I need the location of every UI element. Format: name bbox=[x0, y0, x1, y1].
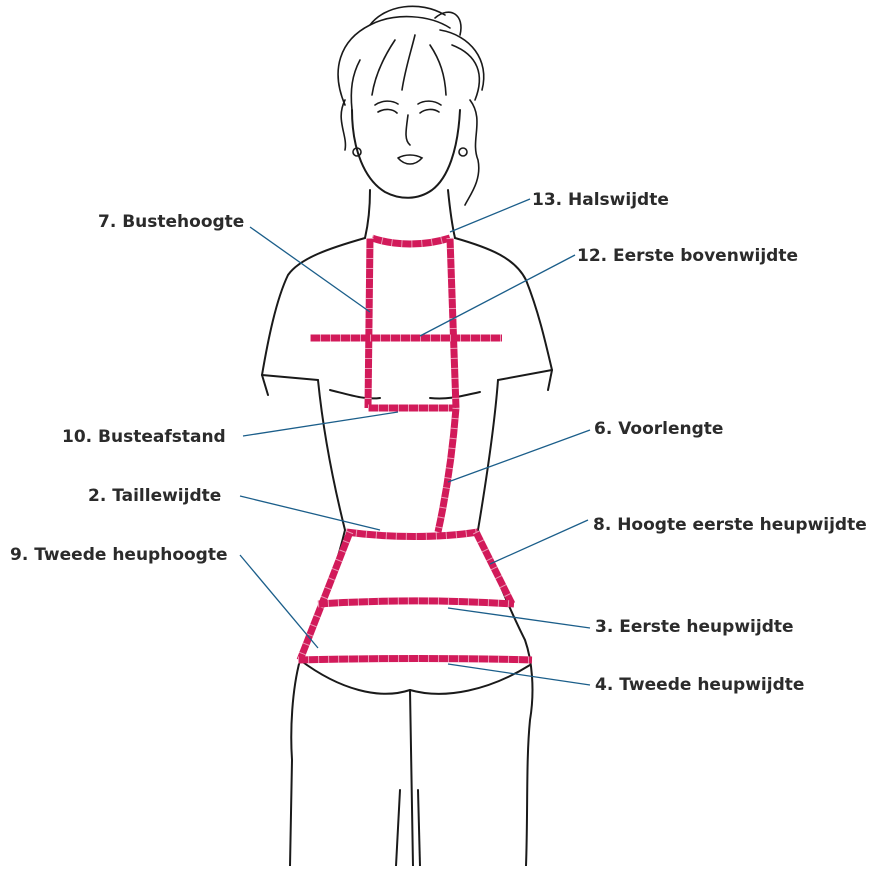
body-outline bbox=[262, 190, 552, 866]
label-taillewijdte: 2. Taillewijdte bbox=[88, 486, 221, 506]
label-voorlengte: 6. Voorlengte bbox=[594, 419, 723, 439]
label-eerste-heupwijdte: 3. Eerste heupwijdte bbox=[595, 617, 794, 637]
label-tweede-heuphoogte: 9. Tweede heuphoogte bbox=[10, 545, 228, 565]
label-halswijdte: 13. Halswijdte bbox=[532, 190, 669, 210]
label-hoogte-eerste-heupwijdte: 8. Hoogte eerste heupwijdte bbox=[593, 515, 867, 535]
leader-lines bbox=[240, 199, 590, 685]
measuring-tapes bbox=[298, 238, 532, 660]
hair bbox=[338, 6, 484, 205]
label-busteafstand: 10. Busteafstand bbox=[62, 427, 226, 447]
label-tweede-heupwijdte: 4. Tweede heupwijdte bbox=[595, 675, 804, 695]
face bbox=[352, 101, 467, 198]
label-eerste-bovenwijdte: 12. Eerste bovenwijdte bbox=[577, 246, 798, 266]
label-bustehoogte: 7. Bustehoogte bbox=[98, 212, 244, 232]
